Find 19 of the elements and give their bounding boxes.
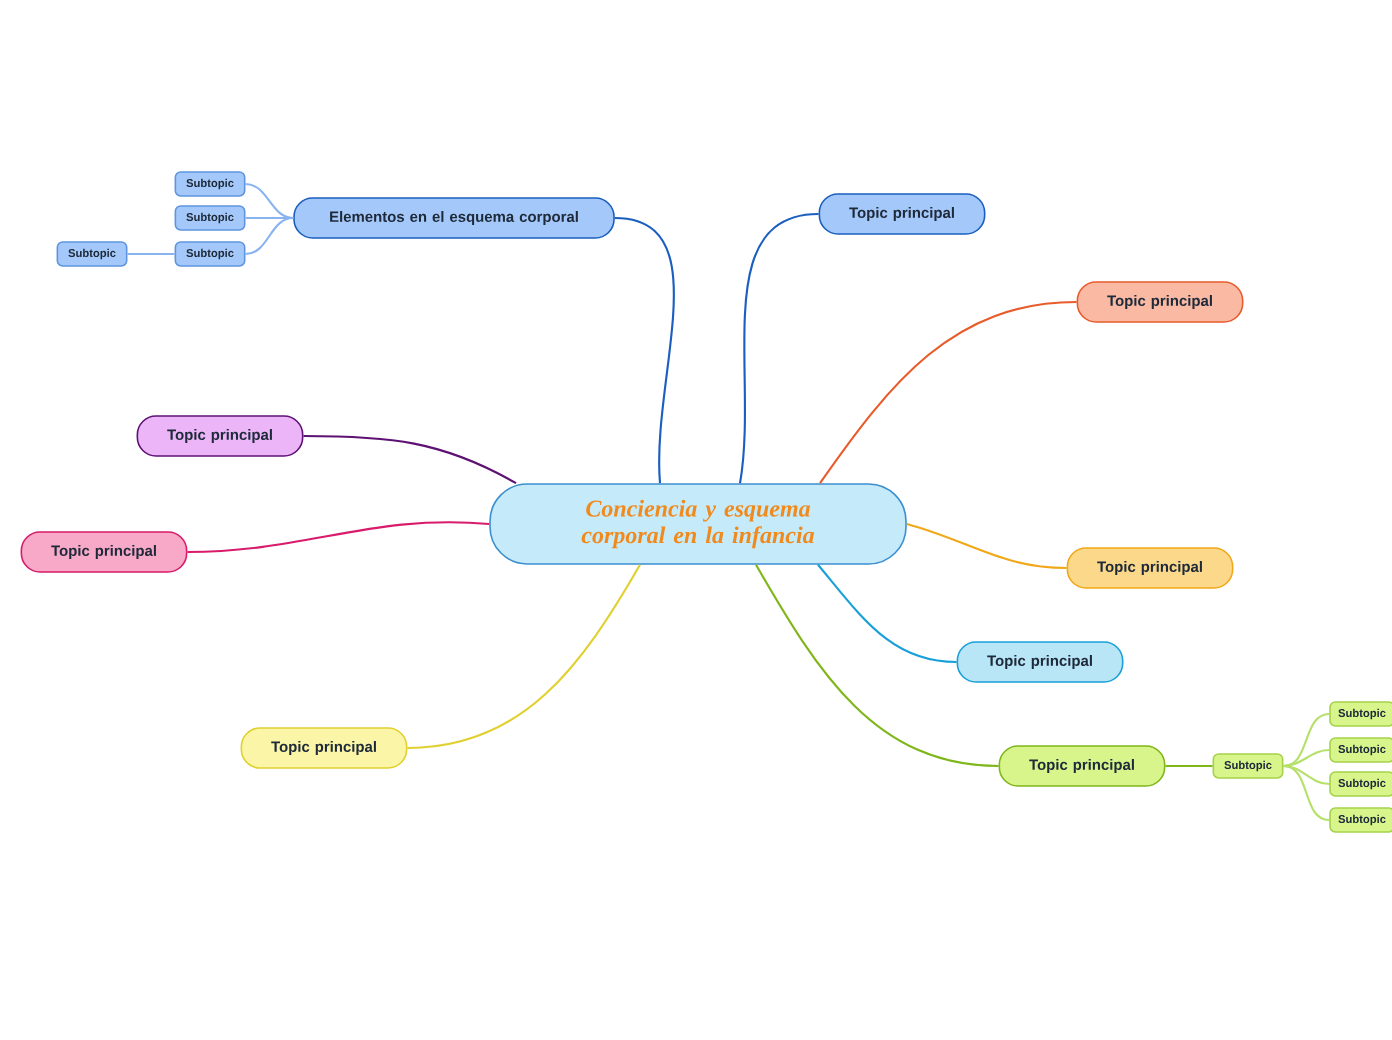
connector [819,300,1077,484]
central-topic-box: Conciencia y esquema corporal en la infancia [489,483,907,565]
connector [906,522,1067,570]
connector [1283,712,1330,768]
connector [187,521,490,554]
connector [817,564,957,664]
connector [1165,764,1213,768]
connector [1283,748,1330,768]
connector [614,216,675,484]
connector [245,182,294,220]
connector [1283,764,1330,786]
connector [755,564,999,768]
connector [245,216,294,256]
connector [738,212,819,484]
connector [127,252,175,256]
connector [245,216,294,220]
connector [303,434,517,485]
connector [1283,764,1330,822]
connector [407,564,641,750]
